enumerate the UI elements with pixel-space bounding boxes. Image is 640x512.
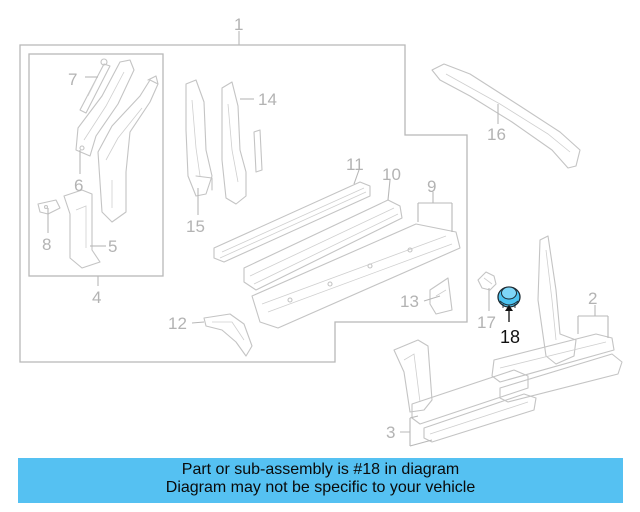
callout-15: 15 <box>186 217 205 236</box>
callout-7: 7 <box>68 70 77 89</box>
assembly-4-frame <box>28 53 164 277</box>
callout-8: 8 <box>42 235 51 254</box>
part-15-center-pillar <box>185 79 213 197</box>
callout-12: 12 <box>168 314 187 333</box>
part-2-rocker-assembly <box>491 235 623 403</box>
part-13-bracket <box>429 277 453 315</box>
callout-4: 4 <box>92 288 101 307</box>
callout-10: 10 <box>382 165 401 184</box>
part-18-grommet[interactable] <box>497 286 521 310</box>
part-8-bracket <box>37 199 61 215</box>
part-6-pillar-inner <box>75 59 135 157</box>
callout-16: 16 <box>487 125 506 144</box>
part-7-pillar-strip <box>79 58 111 114</box>
part-16-roof-rail <box>431 63 581 169</box>
part-10-side-sill-inner <box>243 199 403 291</box>
callout-2: 2 <box>588 289 597 308</box>
callout-14: 14 <box>258 90 277 109</box>
part-5-lower-pillar <box>63 189 101 269</box>
callout-17: 17 <box>477 313 496 332</box>
part-6-pillar-outer <box>97 75 159 223</box>
assembly-1-frame <box>19 44 468 363</box>
callout-3: 3 <box>386 423 395 442</box>
leader-18-arrow <box>505 305 513 311</box>
callout-18[interactable]: 18 <box>500 327 520 347</box>
callout-13: 13 <box>400 292 419 311</box>
part-17-clip <box>477 271 497 291</box>
caption-banner: Part or sub-assembly is #18 in diagram D… <box>18 458 623 503</box>
part-12-panel <box>203 313 253 357</box>
callout-5: 5 <box>108 237 117 256</box>
leader-lines <box>47 31 609 447</box>
caption-line-2: Diagram may not be specific to your vehi… <box>165 479 476 496</box>
callout-6: 6 <box>74 176 83 195</box>
callout-11: 11 <box>346 155 364 174</box>
part-11-side-sill <box>213 181 371 263</box>
part-3-rocker-assembly <box>393 339 537 443</box>
part-9-sill-reinforcement <box>251 223 461 329</box>
part-14-center-pillar <box>221 81 263 205</box>
caption-line-1: Part or sub-assembly is #18 in diagram <box>181 461 460 478</box>
callout-9: 9 <box>427 177 436 196</box>
callout-1: 1 <box>234 15 243 34</box>
